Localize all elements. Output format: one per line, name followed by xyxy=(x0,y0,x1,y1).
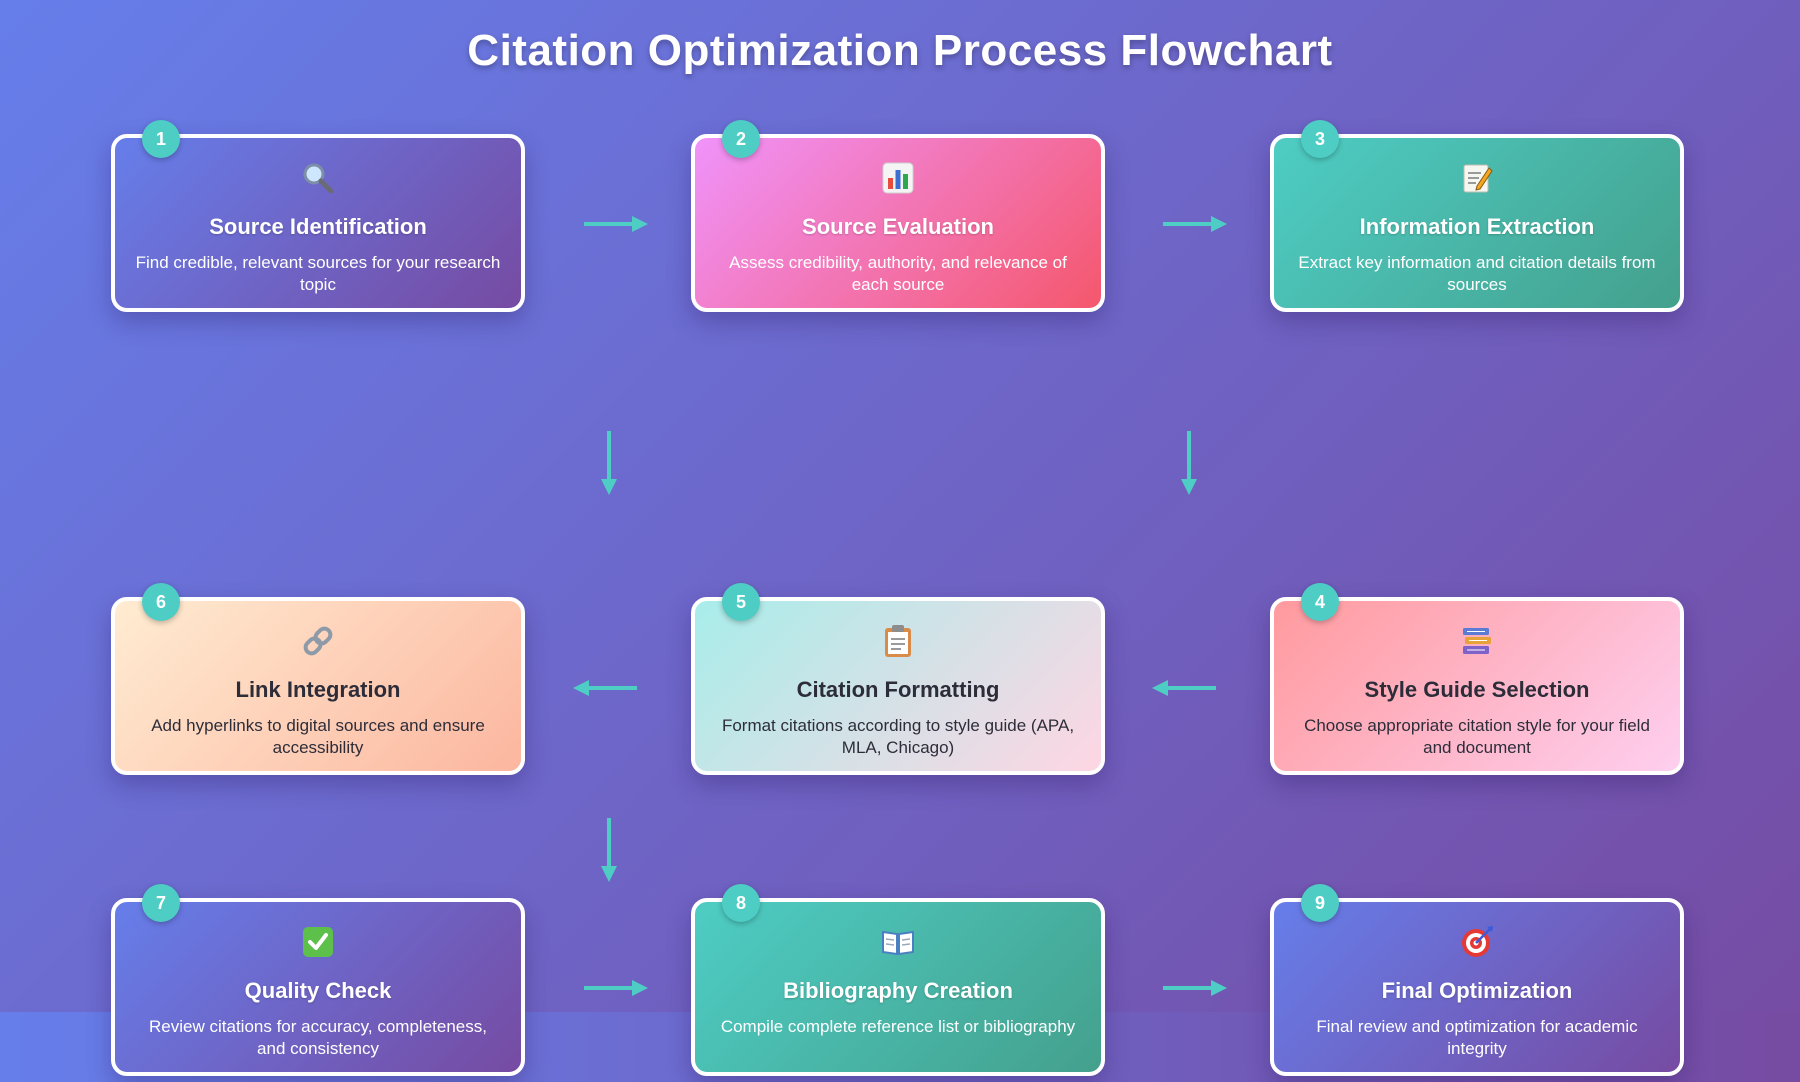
step-card-6: 6 Link Integration Add hyperlinks to dig… xyxy=(111,583,525,775)
check-icon xyxy=(115,924,521,960)
arrow-right xyxy=(584,980,648,996)
target-icon xyxy=(1274,924,1680,960)
step-card-3: 3 Information Extraction Extract key inf… xyxy=(1270,120,1684,312)
step-card-9: 9 Final Optimization Final review and op… xyxy=(1270,884,1684,1076)
step-number-badge: 6 xyxy=(142,583,180,621)
step-title: Citation Formatting xyxy=(796,677,1000,702)
step-title: Information Extraction xyxy=(1359,214,1595,239)
clipboard-icon xyxy=(695,623,1101,659)
step-card-7: 7 Quality Check Review citations for acc… xyxy=(111,884,525,1076)
page-title: Citation Optimization Process Flowchart xyxy=(467,26,1333,75)
step-title: Style Guide Selection xyxy=(1364,677,1590,702)
step-description: Final review and optimization for academ… xyxy=(1316,1017,1638,1058)
step-description: Compile complete reference list or bibli… xyxy=(720,1017,1076,1036)
step-description: Review citations for accuracy, completen… xyxy=(149,1017,487,1058)
memo-icon xyxy=(1274,160,1680,196)
step-number-badge: 3 xyxy=(1301,120,1339,158)
step-description: Format citations according to style guid… xyxy=(721,716,1075,757)
step-card-5: 5 Citation Formatting Format citations a… xyxy=(691,583,1105,775)
books-icon xyxy=(1274,623,1680,659)
step-title: Quality Check xyxy=(244,978,392,1003)
step-card-1: 1 Source Identification Find credible, r… xyxy=(111,120,525,312)
arrow-right xyxy=(584,216,648,232)
step-number-badge: 4 xyxy=(1301,583,1339,621)
step-description: Find credible, relevant sources for your… xyxy=(135,253,501,294)
open-book-icon xyxy=(695,924,1101,960)
arrow-left xyxy=(1152,680,1216,696)
step-card-4: 4 Style Guide Selection Choose appropria… xyxy=(1270,583,1684,775)
step-number-badge: 9 xyxy=(1301,884,1339,922)
step-title: Source Evaluation xyxy=(802,214,994,239)
step-title: Final Optimization xyxy=(1381,978,1573,1003)
step-description: Assess credibility, authority, and relev… xyxy=(729,253,1067,294)
link-icon xyxy=(115,623,521,659)
arrow-down xyxy=(601,818,617,882)
step-description: Choose appropriate citation style for yo… xyxy=(1304,716,1650,757)
step-card-8: 8 Bibliography Creation Compile complete… xyxy=(691,884,1105,1076)
arrow-right xyxy=(1163,980,1227,996)
step-description: Add hyperlinks to digital sources and en… xyxy=(151,716,485,757)
step-title: Bibliography Creation xyxy=(783,978,1013,1003)
arrow-right xyxy=(1163,216,1227,232)
step-description: Extract key information and citation det… xyxy=(1298,253,1656,294)
magnifier-icon xyxy=(115,160,521,196)
arrow-left xyxy=(573,680,637,696)
step-number-badge: 5 xyxy=(722,583,760,621)
step-number-badge: 2 xyxy=(722,120,760,158)
arrow-down xyxy=(601,431,617,495)
step-card-2: 2 Source Evaluation Assess credibility, … xyxy=(691,120,1105,312)
step-number-badge: 8 xyxy=(722,884,760,922)
bar-chart-icon xyxy=(695,160,1101,196)
arrow-down xyxy=(1181,431,1197,495)
step-number-badge: 7 xyxy=(142,884,180,922)
step-title: Link Integration xyxy=(235,677,401,702)
step-number-badge: 1 xyxy=(142,120,180,158)
step-title: Source Identification xyxy=(209,214,427,239)
